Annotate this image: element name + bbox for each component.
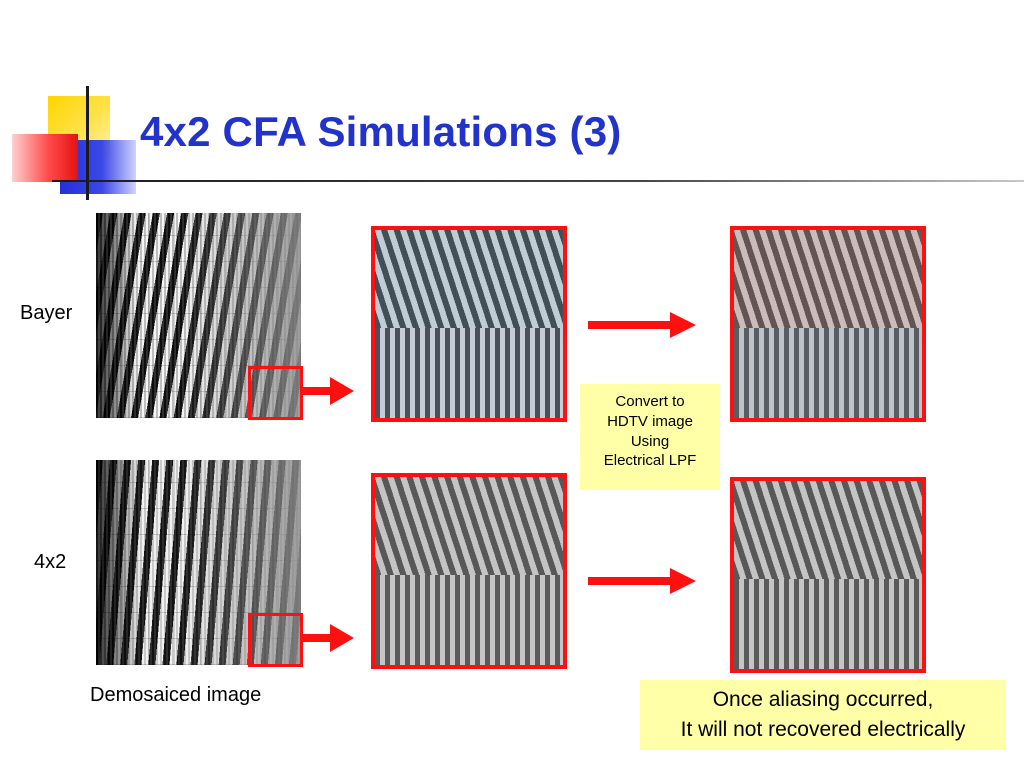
title-decoration-red-square [12, 134, 78, 182]
bayer-hdtv-smoothing [734, 230, 922, 418]
aliasing-note: Once aliasing occurred, It will not reco… [640, 680, 1006, 750]
bayer-zoomed-crop [371, 226, 567, 422]
demosaiced-image-caption: Demosaiced image [90, 684, 262, 706]
4x2-demosaiced-image [96, 460, 301, 665]
bayer-zoom-diagonal-stripes [375, 230, 563, 328]
aliasing-note-line: Once aliasing occurred, [712, 688, 934, 711]
right-arrow-icon [588, 568, 696, 594]
4x2-zoomed-crop [371, 473, 567, 669]
convert-note-line: HDTV image [607, 412, 693, 430]
convert-note-line: Electrical LPF [603, 452, 697, 470]
4x2-image-fade [182, 460, 301, 665]
bayer-hdtv-vertical-stripes [734, 327, 922, 418]
4x2-zoom-vertical-stripes [375, 574, 563, 665]
right-arrow-icon [588, 312, 696, 338]
right-arrow-icon [300, 624, 354, 652]
bayer-demosaiced-image [96, 213, 301, 418]
4x2-zoom-diagonal-stripes [375, 477, 563, 575]
bayer-image-fade [182, 213, 301, 418]
bayer-crop-region [248, 366, 303, 420]
title-underline [52, 180, 1024, 182]
4x2-zoom-smoothing [375, 477, 563, 665]
title-decoration-vertical-line [86, 86, 89, 200]
convert-note-line: Using [630, 432, 670, 450]
4x2-hdtv-smoothing [734, 481, 922, 669]
4x2-hdtv-diagonal-stripes [734, 481, 922, 579]
bayer-hdtv-diagonal-stripes [734, 230, 922, 328]
4x2-crop-region [248, 613, 303, 667]
convert-note-line: Convert to [615, 393, 685, 410]
4x2-hdtv-vertical-stripes [734, 578, 922, 669]
bayer-zoom-vertical-stripes [375, 327, 563, 418]
row-label-4x2: 4x2 [34, 551, 67, 573]
convert-note: Convert to HDTV image Using Electrical L… [580, 384, 720, 490]
row-label-bayer: Bayer [20, 302, 73, 324]
slide-title: 4x2 CFA Simulations (3) [140, 108, 622, 155]
right-arrow-icon [300, 377, 354, 405]
bayer-hdtv-converted-image [730, 226, 926, 422]
4x2-hdtv-converted-image [730, 477, 926, 673]
aliasing-note-line: It will not recovered electrically [680, 718, 966, 742]
